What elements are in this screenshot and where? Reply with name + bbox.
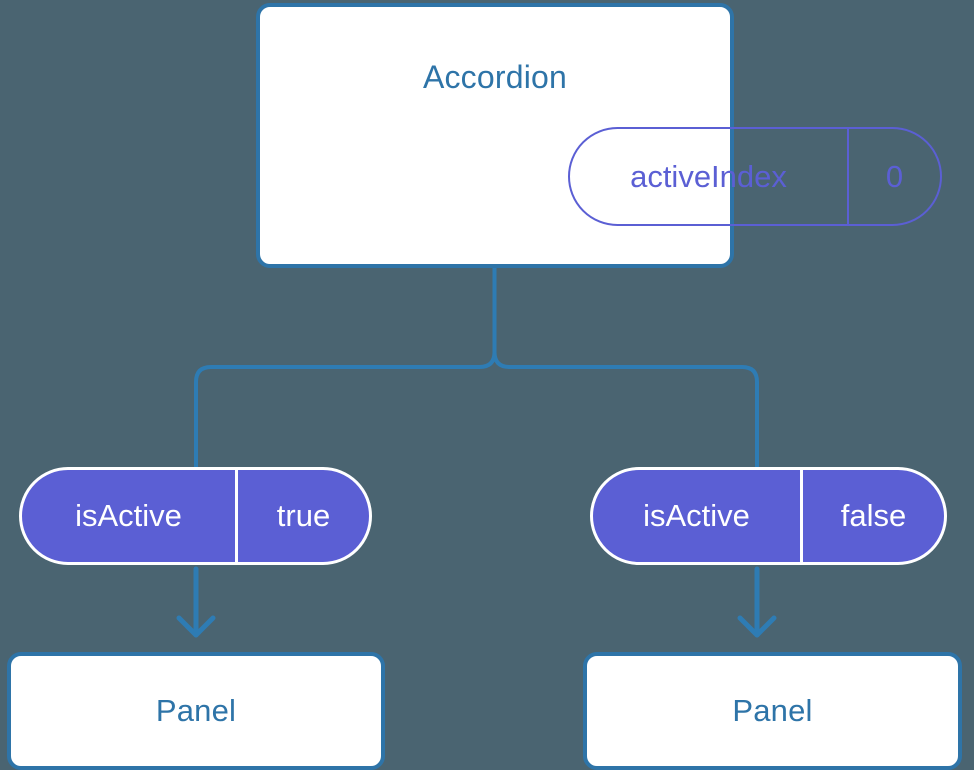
- accordion-title: Accordion: [422, 59, 568, 95]
- panel-left-title: Panel: [155, 693, 237, 728]
- accordion-state-value: 0: [847, 129, 940, 224]
- panel-right-card[interactable]: Panel: [583, 652, 962, 770]
- left-prop-value: true: [235, 470, 369, 562]
- panel-right-title: Panel: [732, 693, 813, 728]
- left-prop-key: isActive: [75, 498, 182, 533]
- tree-connector-root: [194, 265, 497, 469]
- tree-connector-right-branch: [492, 350, 759, 469]
- arrow-left-pill-to-panel: [176, 566, 216, 638]
- left-prop-pill[interactable]: isActive true: [19, 467, 372, 565]
- right-prop-key: isActive: [643, 498, 750, 533]
- panel-left-card[interactable]: Panel: [7, 652, 385, 770]
- arrow-right-pill-to-panel: [737, 566, 777, 638]
- accordion-state-pill[interactable]: activeIndex 0: [568, 127, 942, 226]
- right-prop-pill[interactable]: isActive false: [590, 467, 947, 565]
- accordion-component-card[interactable]: Accordion activeIndex 0: [256, 3, 942, 268]
- accordion-state-key: activeIndex: [630, 158, 787, 194]
- right-prop-value: false: [800, 470, 944, 562]
